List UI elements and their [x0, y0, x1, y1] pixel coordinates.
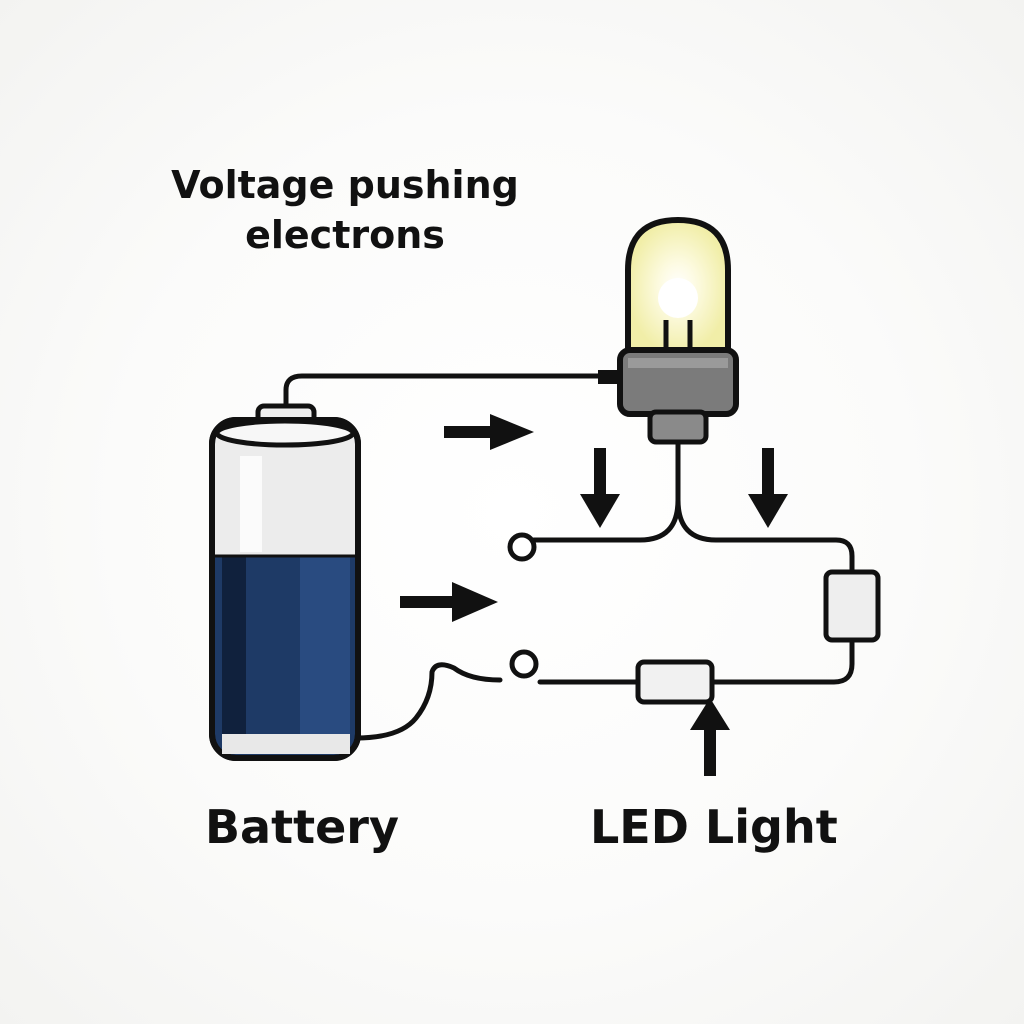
led-component [635, 659, 715, 705]
wire-bulb-right [675, 497, 855, 573]
wire-right-down [707, 637, 855, 685]
circuit-wires [283, 373, 855, 741]
battery-icon [209, 403, 361, 761]
arrow-right-lower [400, 582, 498, 622]
voltage-caption-line1: Voltage pushing [171, 163, 519, 207]
arrow-down-right [748, 448, 788, 528]
resistor-component [823, 569, 881, 643]
arrow-up-led [690, 698, 730, 776]
switch-contact-bottom [509, 649, 539, 679]
wire-battery-to-bulb [283, 373, 615, 411]
arrow-right-upper [444, 414, 534, 450]
wire-battery-bottom [353, 662, 503, 741]
light-bulb-icon [598, 216, 739, 445]
led-light-label: LED Light [590, 800, 838, 854]
voltage-caption: Voltage pushing electrons [150, 160, 540, 260]
battery-label: Battery [205, 800, 399, 854]
switch-contacts [507, 532, 539, 679]
arrow-down-left [580, 448, 620, 528]
voltage-caption-line2: electrons [245, 213, 445, 258]
switch-contact-top [507, 532, 537, 562]
